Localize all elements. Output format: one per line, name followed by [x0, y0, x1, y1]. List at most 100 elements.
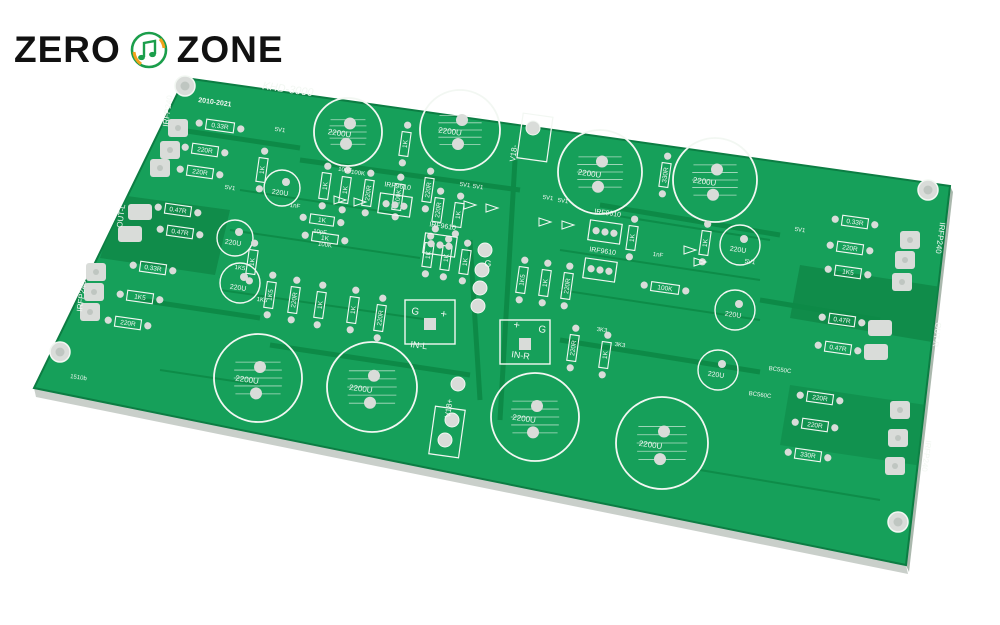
resistor-outline — [308, 213, 336, 227]
resistor-outline — [398, 130, 412, 158]
resistor-value-label: 0.47R — [171, 228, 189, 237]
resistor-pad — [176, 165, 184, 173]
resistor: 0.47R — [154, 202, 202, 218]
resistor-pad — [216, 171, 224, 179]
small-capacitor-outline — [263, 169, 301, 207]
capacitor-pad — [368, 369, 380, 382]
copper-pour-right-top — [790, 265, 950, 345]
resistor-outline — [431, 196, 445, 224]
resistor-value-label: 220R — [424, 182, 433, 199]
resistor-pad — [864, 271, 872, 279]
diode-symbol — [683, 245, 698, 255]
electrolytic-capacitor-outline — [326, 341, 418, 433]
resistor-outline — [163, 202, 193, 218]
mosfet-label: IRF9610 — [384, 181, 412, 192]
resistor-pad — [263, 311, 271, 319]
power-transistor-drill — [91, 289, 97, 295]
output-pad — [128, 204, 152, 220]
input-right-label: IN-R — [511, 349, 531, 362]
component-label: BC560C — [748, 391, 772, 400]
rail-pad — [472, 280, 488, 296]
resistor-value-label: 1K — [317, 217, 327, 225]
resistor-pad — [367, 169, 375, 177]
rev-text: 1510b — [70, 374, 88, 382]
power-transistor-drill — [897, 407, 903, 413]
power-transistor-drill — [902, 257, 908, 263]
resistor-outline — [138, 260, 168, 276]
resistor-pad — [544, 259, 552, 267]
capacitor-value-label: 2200U — [327, 127, 352, 139]
resistor-outline — [185, 164, 215, 180]
resistor-pad — [451, 230, 459, 238]
resistor-value-label: 220R — [812, 394, 829, 403]
input-right-plus: + — [513, 319, 521, 332]
mosfet-footprint: IRF9610 — [422, 221, 458, 258]
capacitor-pad — [254, 361, 266, 373]
resistor-pad — [287, 316, 295, 324]
resistor-value-label: 1K — [402, 139, 410, 149]
capacitor-value-label: 2200U — [638, 439, 663, 451]
resistor-value-label: 330R — [661, 167, 670, 184]
capacitor-pad — [527, 426, 539, 439]
power-transistor-drill — [93, 269, 99, 275]
capacitor-pad — [456, 114, 468, 126]
electrolytic-capacitor-outline — [615, 396, 709, 490]
resistor-outline — [346, 295, 360, 325]
rail-pos-label: V18+ — [443, 398, 455, 418]
component-label: 5V1 — [459, 182, 471, 190]
resistor-pad — [196, 231, 204, 239]
mosfet-label: IRF9610 — [589, 246, 617, 257]
resistor-outline — [287, 285, 301, 315]
resistor-pad — [352, 286, 360, 294]
resistor-outline — [245, 248, 259, 276]
small-capacitor-outline — [216, 219, 254, 257]
mounting-hole-drill — [55, 347, 65, 357]
capacitor-pad — [344, 117, 356, 130]
brand-mark-text: 2010-2021 — [198, 97, 232, 109]
resistor-value-label: 220R — [842, 244, 859, 253]
mosfet-pad — [596, 266, 604, 274]
diode-symbol — [353, 197, 368, 207]
mosfet-pad — [445, 242, 453, 250]
right-power-bottom-label: IRFP240 — [920, 440, 933, 473]
resistor: 1K — [625, 215, 639, 261]
input-right-ground: G — [538, 324, 547, 336]
resistor: 220R — [361, 169, 375, 217]
resistor-outline — [823, 340, 853, 356]
mounting-hole-drill — [180, 81, 190, 91]
resistor-outline — [458, 248, 472, 276]
mosfet-pad — [601, 228, 609, 236]
resistor: 220R — [796, 390, 844, 406]
resistor-pad — [361, 209, 369, 217]
capacitor-value-label: 2200U — [349, 383, 374, 395]
resistor-pad — [427, 167, 435, 175]
music-note-icon — [130, 31, 168, 69]
resistor-pad — [221, 149, 229, 157]
resistor: 330R — [658, 152, 672, 198]
resistor: 220R — [791, 417, 839, 433]
mosfet-pad — [436, 241, 444, 249]
resistor-pad — [457, 192, 465, 200]
resistor-value-label: 0.33R — [211, 122, 229, 131]
resistor: 330R — [784, 447, 832, 463]
resistor-pad — [421, 205, 429, 213]
component-label: 3K3 — [596, 327, 608, 335]
resistor-outline — [515, 265, 529, 295]
resistor-value-label: 100K — [394, 188, 403, 205]
logo-word-right: ZONE — [176, 29, 284, 70]
mosfet-pad — [610, 229, 618, 237]
electrolytic-capacitor-outline — [213, 333, 303, 423]
resistor-pad — [704, 220, 712, 228]
small-capacitor-outline — [219, 262, 261, 304]
mosfet-outline — [587, 219, 623, 245]
resistor-value-label: 1K — [462, 257, 470, 267]
resistor: 100K — [640, 280, 690, 296]
rail-pad — [470, 298, 486, 314]
resistor-pad — [324, 162, 332, 170]
rail-pad — [444, 412, 460, 428]
resistor-outline — [391, 182, 405, 212]
resistor-outline — [165, 224, 195, 240]
resistor-pad — [299, 213, 307, 221]
resistor-pad — [397, 173, 405, 181]
resistor-value-label: 1K — [602, 350, 610, 360]
